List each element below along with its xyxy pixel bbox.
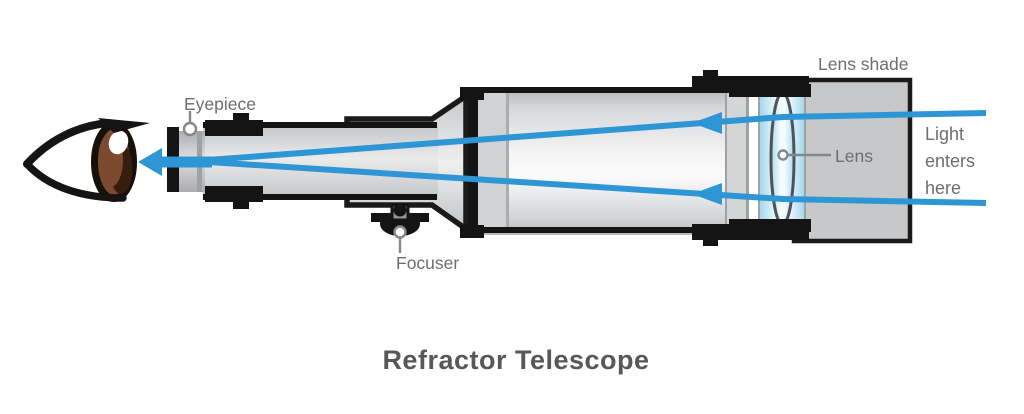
eyepiece-label: Eyepiece <box>184 94 256 114</box>
light-ray-bottom <box>203 158 987 206</box>
ray-arrowhead-bottom <box>692 183 722 205</box>
eye-highlight <box>108 130 129 155</box>
svg-text:Light: Light <box>925 124 964 144</box>
lower-eyelid <box>23 160 127 202</box>
ray-arrowhead-top <box>692 112 722 134</box>
light-rays <box>138 110 987 206</box>
eye-illustration <box>23 118 150 202</box>
focuser-marker <box>393 225 407 239</box>
upper-eyelid <box>23 119 112 168</box>
lens-marker <box>777 149 789 161</box>
eyepiece-marker <box>182 121 198 137</box>
arrow-to-eye <box>138 148 212 176</box>
lens-shade-label: Lens shade <box>818 54 909 74</box>
annotations: Eyepiece Focuser Lens Lens shade Light e… <box>182 54 975 375</box>
focuser-label: Focuser <box>396 253 459 273</box>
diagram-title: Refractor Telescope <box>382 345 649 375</box>
light-ray-top <box>203 110 987 164</box>
main-tube <box>460 87 750 238</box>
lens-label: Lens <box>835 146 873 166</box>
svg-text:enters: enters <box>925 151 975 171</box>
light-enters-here-label: Light enters here <box>925 124 975 198</box>
upper-eyelid-tip <box>98 118 150 133</box>
svg-text:here: here <box>925 178 961 198</box>
